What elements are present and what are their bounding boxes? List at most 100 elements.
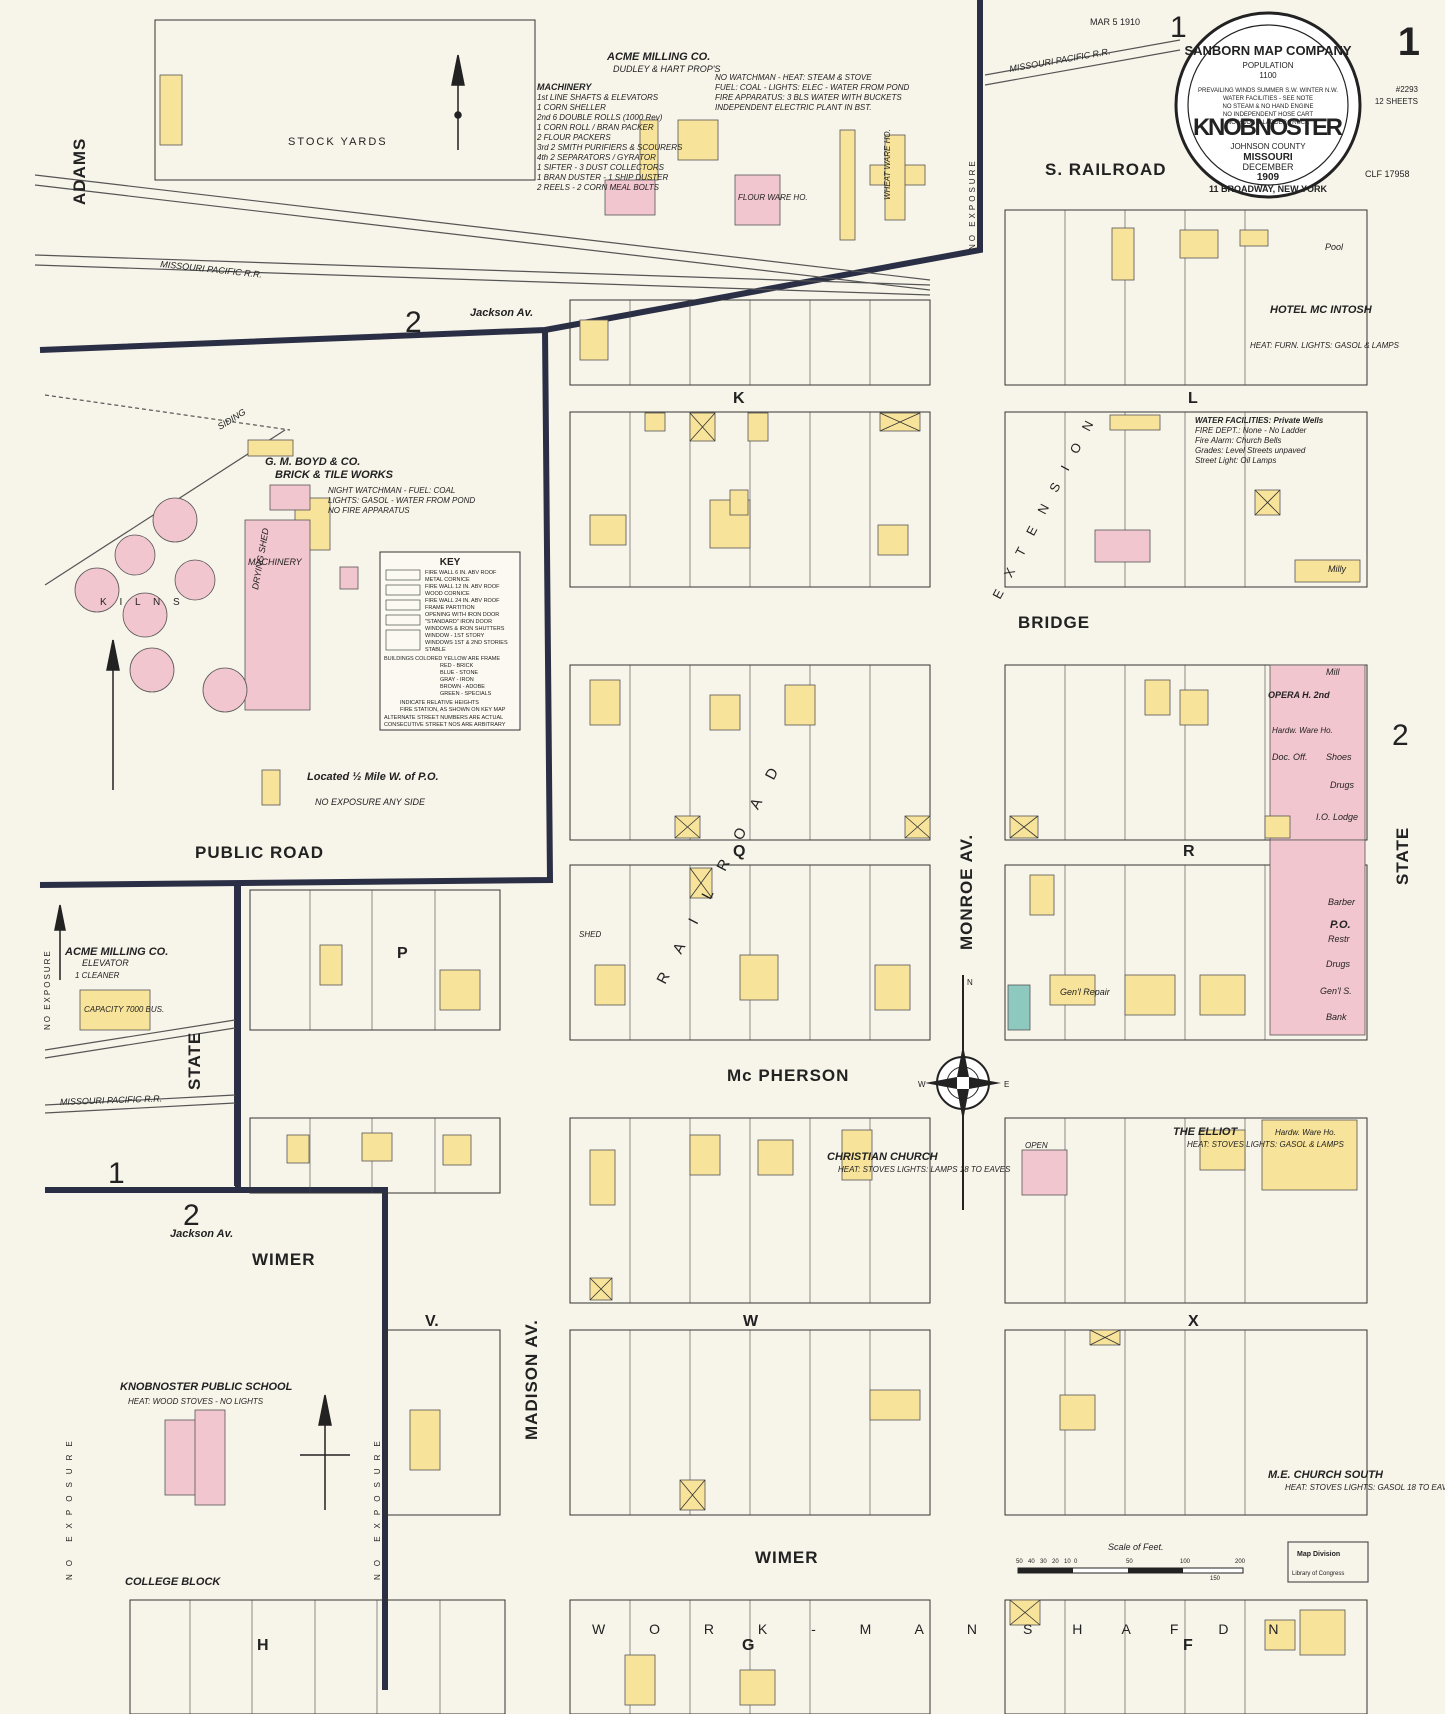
scale-tick-1: 40 [1028,1559,1035,1565]
block-q: Q [733,843,745,860]
acme-note-1: FUEL: COAL - LIGHTS: ELEC - WATER FROM P… [715,83,909,92]
sheets-total: 12 SHEETS [1375,97,1418,106]
seal-county: JOHNSON COUNTY [1230,142,1306,151]
elevator-sub: ELEVATOR [82,958,129,968]
frame-buildings [79,74,1361,1706]
po-label: P.O. [1330,919,1351,931]
boyd-note-1: LIGHTS: GASOL - WATER FROM POND [328,496,475,505]
stone-building [1007,984,1031,1031]
key-box [379,551,521,731]
sheet-label-two-right: 2 [1392,719,1409,752]
acme-machinery-0: 1st LINE SHAFTS & ELEVATORS [537,93,659,102]
wheat-whse-label: WHEAT WARE HO. [883,129,892,200]
compass-e: E [1004,1080,1009,1089]
street-madison-av: MADISON AV. [522,1319,541,1440]
shed-crosses [589,412,1281,1626]
scale-label: Scale of Feet. [1108,1542,1164,1552]
key-line-0: FIRE WALL 6 IN. ABV ROOF [425,570,497,576]
key-line-21: CONSECUTIVE STREET NOS ARE ARBITRARY [384,722,506,728]
block-v: V. [425,1313,439,1330]
mill-label: Mill [1326,667,1340,677]
boyd-location: Located ½ Mile W. of P.O. [307,771,439,783]
block-f: F [1183,1637,1193,1654]
water-note-3: Grades: Level Streets unpaved [1195,446,1306,455]
seal-population-label: POPULATION [1243,61,1294,70]
key-title: KEY [440,557,461,568]
acme-note-0: NO WATCHMAN - HEAT: STEAM & STOVE [715,73,872,82]
sheet-label-two-top: 2 [405,306,422,339]
hotel-note: HEAT: FURN. LIGHTS: GASOL & LAMPS [1250,341,1400,350]
key-line-7: "STANDARD" IRON DOOR [425,619,492,625]
the-elliot-label: THE ELLIOT [1173,1126,1238,1138]
street-jackson-av: Jackson Av. [470,307,533,319]
no-exposure-left: NO EXPOSURE [43,949,52,1030]
barber-label: Barber [1328,897,1356,907]
acme-machinery-3: 1 CORN ROLL / BRAN PACKER [537,123,654,132]
street-mcpherson: Mc PHERSON [727,1066,849,1085]
christian-church-note: HEAT: STOVES LIGHTS: LAMPS 18 TO EAVES [838,1165,1011,1174]
hardw2-label: Hardw. Ware Ho. [1275,1128,1336,1137]
library-stamp-line2: Library of Congress [1292,1571,1344,1577]
brick-buildings [74,174,1366,1506]
acme-note-2: FIRE APPARATUS: 3 BLS WATER WITH BUCKETS [715,93,902,102]
drugs2-label: Drugs [1326,959,1351,969]
key-line-19: FIRE STATION, AS SHOWN ON KEY MAP [400,707,506,713]
stock-yards: STOCK YARDS [288,136,388,148]
school-title: KNOBNOSTER PUBLIC SCHOOL [120,1381,293,1393]
elevator-cleaner: 1 CLEANER [75,971,120,980]
block-x: X [1188,1313,1199,1330]
key-line-18: INDICATE RELATIVE HEIGHTS [400,700,479,706]
scale-tick-5: 0 [1074,1559,1078,1565]
pool-label: Pool [1325,242,1344,252]
genl-label: Gen'l S. [1320,986,1352,996]
opera-label: OPERA H. 2nd [1268,690,1330,700]
key-line-11: STABLE [425,647,446,653]
acme-note-3: INDEPENDENT ELECTRIC PLANT IN BST. [715,103,872,112]
seal-population: 1100 [1259,71,1277,80]
school-note: HEAT: WOOD STOVES - NO LIGHTS [128,1397,264,1406]
block-h: H [257,1637,269,1654]
water-note-4: Street Light: Oil Lamps [1195,456,1276,465]
bank-label: Bank [1326,1012,1347,1022]
key-line-13: RED - BRICK [440,663,474,669]
boyd-note-0: NIGHT WATCHMAN - FUEL: COAL [328,486,455,495]
water-note-1: FIRE DEPT.: None - No Ladder [1195,426,1307,435]
library-stamp [1287,1541,1369,1583]
block-l: L [1188,390,1198,407]
stamp-ref: CLF 17958 [1365,169,1410,179]
key-lines: FIRE WALL 6 IN. ABV ROOF METAL CORNICE F… [384,570,508,728]
drugs-label: Drugs [1330,780,1355,790]
key-line-10: WINDOWS 1ST & 2ND STORIES [425,640,508,646]
key-line-9: WINDOW - 1ST STORY [425,633,485,639]
key-line-20: ALTERNATE STREET NUMBERS ARE ACTUAL [384,715,503,721]
hotel-label: HOTEL MC INTOSH [1270,304,1373,316]
scale-tick-3: 20 [1052,1559,1059,1565]
acme-machinery-list: 1st LINE SHAFTS & ELEVATORS 1 CORN SHELL… [536,93,683,192]
scale-tick-2: 30 [1040,1559,1047,1565]
street-wimer-bottom: WIMER [755,1548,819,1567]
block-p: P [397,945,408,962]
scale-tick-8: 150 [1210,1576,1221,1582]
sheet-boundaries [39,0,983,1690]
scale-bar [1017,1567,1244,1574]
seal-address: 11 BROADWAY, NEW YORK [1209,184,1328,194]
scale-ticks: 50 40 30 20 10 0 50 100 150 200 [1016,1559,1246,1582]
key-symbols [385,569,421,651]
boyd-exposure: NO EXPOSURE ANY SIDE [315,797,426,807]
open-label: OPEN [1025,1141,1048,1150]
acme-machinery-2: 2nd 6 DOUBLE ROLLS (1000 Rev) [536,113,663,122]
block-k: K [733,390,745,407]
no-exposure-top: NO EXPOSURE [968,158,977,250]
acme-machinery-1: 1 CORN SHELLER [537,103,606,112]
key-line-2: FIRE WALL 12 IN. ABV ROOF [425,584,500,590]
street-shafdn: S H A F D N [1023,1621,1296,1637]
scale-tick-6: 50 [1126,1559,1133,1565]
college-block-label: COLLEGE BLOCK [125,1576,221,1588]
seal-no-steam: NO STEAM & NO HAND ENGINE [1222,104,1313,110]
street-adams: ADAMS [70,138,89,205]
acme-machinery-head: MACHINERY [537,82,592,92]
sheet-label-one-left: 1 [108,1157,125,1190]
acme-machinery-6: 4th 2 SEPARATORS / GYRATOR [537,153,656,162]
